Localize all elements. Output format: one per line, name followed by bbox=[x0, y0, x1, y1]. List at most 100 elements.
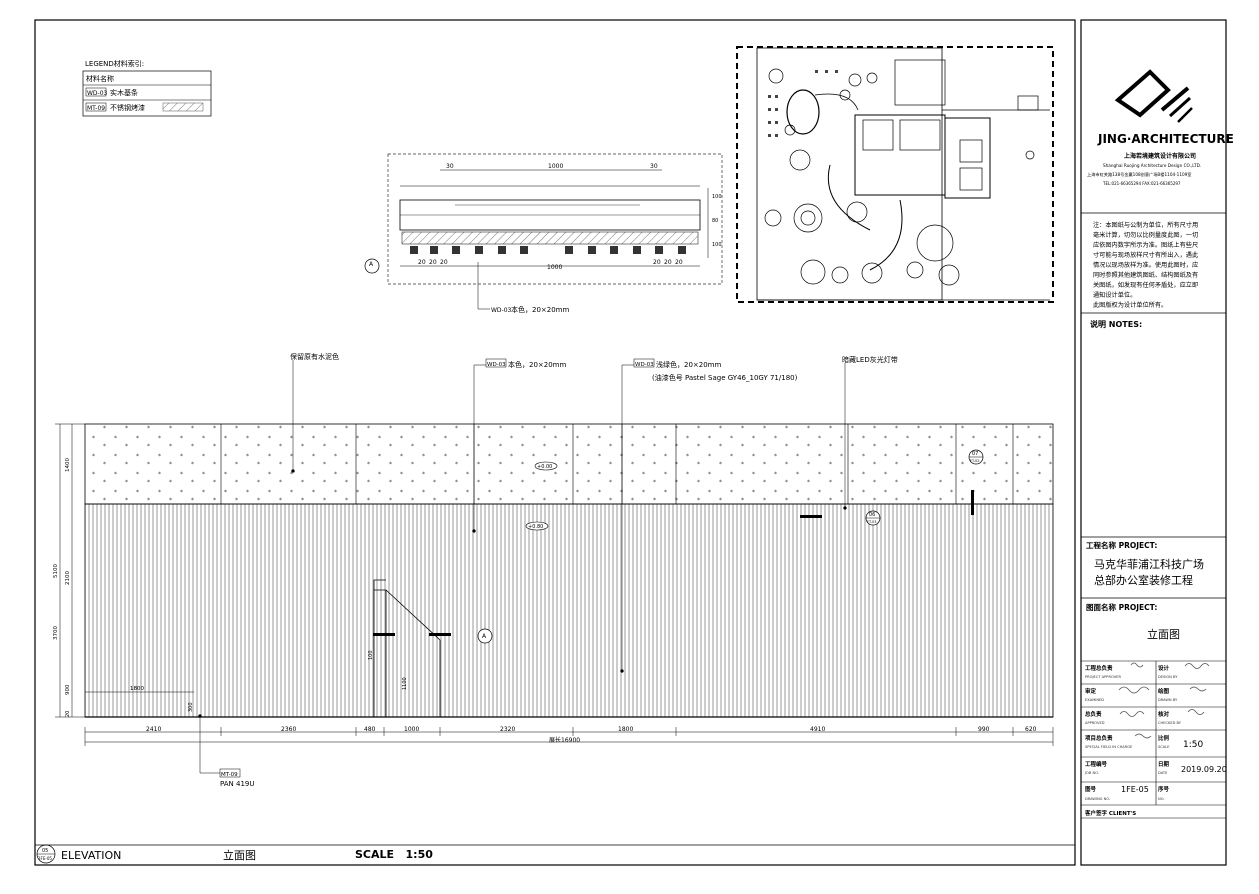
elevation-marker-07: 07 FT-02 bbox=[968, 449, 984, 465]
design-cn: 设计 bbox=[1158, 664, 1170, 672]
dim-bottom-2: 2360 bbox=[281, 726, 296, 733]
dim-bottom-9: 620 bbox=[1025, 726, 1037, 733]
svg-text:毫米计算，切勿以比例量度此图，一切: 毫米计算，切勿以比例量度此图，一切 bbox=[1093, 231, 1198, 239]
section-dim-bot-3: 20 bbox=[440, 259, 448, 266]
approver-en: PROJECT APPROVER bbox=[1085, 675, 1121, 679]
legend-hatch-swatch bbox=[162, 102, 204, 112]
project-name-2: 总部办公室装修工程 bbox=[1094, 573, 1193, 587]
drawn-en: DRAWN BY bbox=[1158, 698, 1178, 702]
drawing-name: 立面图 bbox=[1147, 627, 1180, 641]
company-logo bbox=[1114, 69, 1193, 123]
section-dim-bot-6: 20 bbox=[664, 259, 672, 266]
svg-text:07: 07 bbox=[972, 451, 978, 457]
annotation-wood-code: WD-03 bbox=[487, 362, 506, 368]
scale-value: 1:50 bbox=[1183, 740, 1203, 750]
door-outline bbox=[373, 579, 441, 717]
svg-text:注：本图纸与公制为单位，所有尺寸用: 注：本图纸与公制为单位，所有尺寸用 bbox=[1093, 221, 1198, 229]
title-block: JING·ARCHITECTURE 上海若境建筑设计有限公司 Shanghai … bbox=[1081, 69, 1234, 819]
footer-scale: SCALE 1:50 bbox=[355, 848, 433, 861]
svg-text:FT-03: FT-03 bbox=[867, 520, 877, 524]
footer-drawing-no-top: 05 bbox=[42, 848, 48, 854]
logo-text: JING·ARCHITECTURE bbox=[1097, 132, 1234, 146]
dim-bottom-8: 990 bbox=[978, 726, 990, 733]
section-marker: A bbox=[369, 261, 374, 268]
scale-en: SCALE bbox=[1158, 745, 1170, 749]
design-en: DESIGN BY bbox=[1158, 675, 1178, 679]
job-en: JOB NO. bbox=[1084, 771, 1099, 775]
svg-text:寸可能与现场放样尺寸有所出入，遇此: 寸可能与现场放样尺寸有所出入，遇此 bbox=[1093, 251, 1198, 259]
section-dim-right-3: 100 bbox=[712, 242, 722, 248]
section-dim-top-3: 30 bbox=[650, 163, 658, 170]
elevation-marker-A: A bbox=[477, 628, 493, 644]
dim-door-1800: 1800 bbox=[130, 686, 144, 692]
svg-text:A: A bbox=[482, 633, 487, 640]
date-cn: 日期 bbox=[1158, 760, 1170, 768]
section-dim-right-1: 100 bbox=[712, 194, 722, 200]
legend-name-1: 实木基条 bbox=[110, 88, 138, 97]
annotation-cement: 保留原有水泥色 bbox=[290, 352, 339, 361]
job-cn: 工程编号 bbox=[1085, 760, 1108, 768]
dim-bottom-6: 1800 bbox=[618, 726, 633, 733]
annotation-led: 暗藏LED灰光灯带 bbox=[842, 355, 898, 364]
slat-wall bbox=[84, 503, 1054, 718]
legend-code-2: MT-09 bbox=[87, 105, 105, 112]
approver-cn: 工程总负责 bbox=[1085, 664, 1113, 672]
svg-text:关图纸，如发现有任何矛盾处，应立即: 关图纸，如发现有任何矛盾处，应立即 bbox=[1093, 281, 1198, 289]
level-top: +0.00 bbox=[537, 464, 552, 470]
section-note: 本色，20×20mm bbox=[511, 305, 569, 314]
drawing-footer: 05 1FE-05 ELEVATION 立面图 SCALE 1:50 bbox=[35, 844, 1075, 864]
section-note-code: WD-03 bbox=[491, 307, 512, 314]
field-en: SPECIAL FIELD IN CHARGE bbox=[1085, 745, 1133, 749]
annotation-pan: PAN 419U bbox=[220, 780, 255, 788]
legend-title: LEGEND材料索引: bbox=[85, 59, 144, 68]
dim-left-900: 900 bbox=[65, 684, 71, 695]
annotation-mt-code: MT-09 bbox=[221, 772, 238, 778]
section-detail: 30 1000 30 20 20 20 1000 20 20 20 100 80… bbox=[364, 153, 723, 314]
key-floor-plan bbox=[736, 46, 1054, 303]
section-dim-bot-4: 1000 bbox=[547, 264, 562, 271]
section-dim-bot-7: 20 bbox=[675, 259, 683, 266]
examined-cn: 审定 bbox=[1085, 687, 1097, 695]
dim-left-1400: 1400 bbox=[65, 458, 71, 472]
dim-bottom-4: 1000 bbox=[404, 726, 419, 733]
section-dim-top-2: 1000 bbox=[548, 163, 563, 170]
section-dim-bot-1: 20 bbox=[418, 259, 426, 266]
footer-label: ELEVATION bbox=[61, 849, 121, 862]
footer-title-cn: 立面图 bbox=[223, 848, 256, 862]
annotation-paint-code: (油漆色号 Pastel Sage GY46_10GY 71/180) bbox=[652, 373, 798, 382]
level-mid: +0.80 bbox=[528, 524, 543, 530]
client-label: 客户签字 CLIENT'S bbox=[1084, 809, 1136, 817]
legend-header: 材料名称 bbox=[86, 74, 114, 83]
dim-bottom-5: 2320 bbox=[500, 726, 515, 733]
legend: LEGEND材料索引: 材料名称 WD-03 实木基条 MT-09 不锈钢烤漆 bbox=[82, 59, 212, 117]
elevation-marker-06: 06 FT-03 bbox=[865, 510, 881, 526]
svg-text:通知设计单位。: 通知设计单位。 bbox=[1093, 291, 1136, 299]
drawn-cn: 绘图 bbox=[1158, 687, 1170, 695]
project-name-1: 马克华菲浦江科技广场 bbox=[1094, 557, 1204, 571]
svg-text:同时参照其他建筑图纸、结构图纸及有: 同时参照其他建筑图纸、结构图纸及有 bbox=[1093, 271, 1198, 279]
general-notes: 注：本图纸与公制为单位，所有尺寸用 毫米计算，切勿以比例量度此图，一切 应依图内… bbox=[1093, 221, 1198, 309]
legend-name-2: 不锈钢烤漆 bbox=[110, 103, 145, 112]
date-en: DATE bbox=[1158, 771, 1168, 775]
legend-code-1: WD-03 bbox=[87, 90, 108, 97]
section-dim-right-2: 80 bbox=[712, 218, 718, 224]
annotation-wood-green: 浅绿色，20×20mm bbox=[656, 360, 721, 369]
svg-text:FT-02: FT-02 bbox=[970, 459, 980, 463]
elevation-drawing: +0.00 +0.80 07 FT-02 06 FT-03 A 保留原 bbox=[53, 352, 1054, 788]
annotation-wood-natural: 本色，20×20mm bbox=[508, 360, 566, 369]
field-cn: 项目总负责 bbox=[1085, 734, 1113, 742]
checked-cn: 核对 bbox=[1158, 710, 1170, 718]
dim-left-5100: 5100 bbox=[53, 564, 59, 578]
dim-door-1100: 1100 bbox=[402, 677, 408, 690]
cement-band bbox=[84, 423, 1054, 505]
seq-en: NO. bbox=[1158, 797, 1165, 801]
scale-cn: 比例 bbox=[1158, 734, 1170, 742]
approved-en: APPROVED bbox=[1085, 721, 1105, 725]
footer-drawing-no-bottom: 1FE-05 bbox=[38, 856, 52, 861]
svg-text:06: 06 bbox=[869, 512, 875, 518]
company-cn: 上海若境建筑设计有限公司 bbox=[1124, 152, 1196, 160]
section-dim-bot-2: 20 bbox=[429, 259, 437, 266]
dwg-en: DRAWING NO. bbox=[1085, 797, 1110, 801]
dim-left-3700: 3700 bbox=[53, 626, 59, 640]
signatures bbox=[1118, 662, 1210, 739]
